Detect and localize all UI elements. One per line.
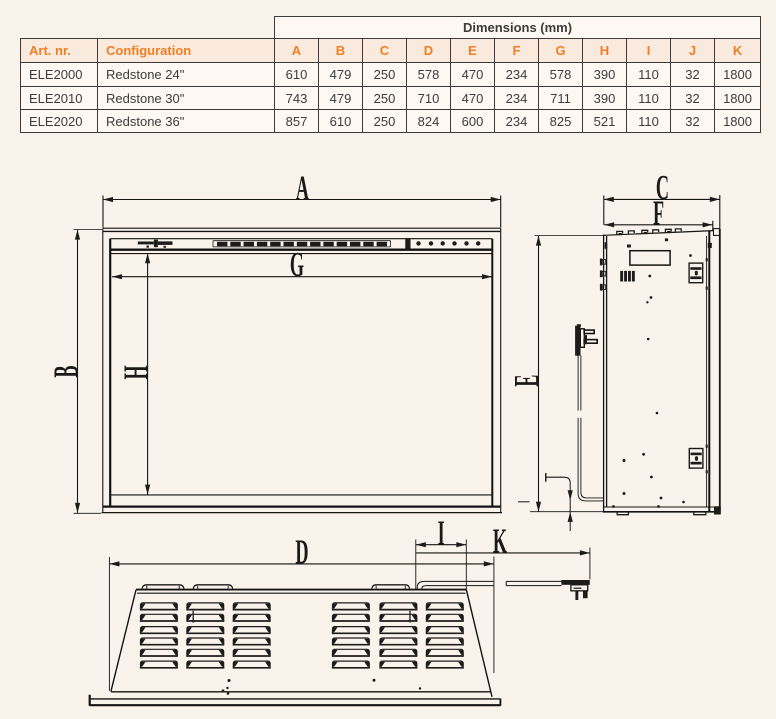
svg-text:I: I: [438, 514, 445, 553]
svg-text:E: E: [508, 375, 547, 387]
svg-text:K: K: [493, 523, 507, 562]
svg-text:A: A: [296, 169, 309, 208]
svg-text:C: C: [656, 169, 669, 208]
svg-text:B: B: [47, 366, 86, 378]
svg-text:F: F: [653, 194, 664, 233]
svg-text:D: D: [295, 534, 308, 573]
svg-text:G: G: [290, 246, 304, 285]
svg-text:H: H: [118, 365, 157, 379]
